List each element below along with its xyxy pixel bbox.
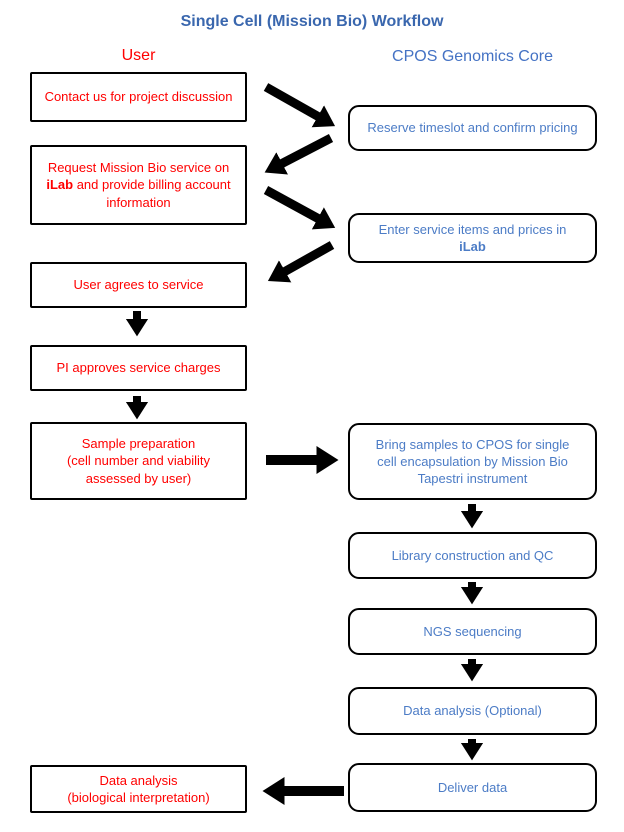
core-step-bring-samples-label: Bring samples to CPOS for single cell en… [375,436,570,487]
arrow-request-to-enter [263,186,336,230]
core-step-data-analysis-optional-label: Data analysis (Optional) [403,703,542,719]
core-step-reserve-timeslot-label: Reserve timeslot and confirm pricing [367,120,578,136]
user-step-sample-preparation: Sample preparation(cell number and viabi… [30,422,247,500]
user-step-contact-us-label: Contact us for project discussion [44,89,233,105]
core-step-deliver-data-label: Deliver data [437,779,508,795]
core-step-bring-samples: Bring samples to CPOS for single cell en… [348,423,597,500]
user-step-pi-approves-label: PI approves service charges [56,360,221,376]
user-step-contact-us: Contact us for project discussion [30,72,247,122]
core-step-library-construction: Library construction and QC [348,532,597,579]
column-header-cpos-genomics-core: CPOS Genomics Core [392,48,553,65]
user-step-data-analysis-interpretation-label: Data analysis(biological interpretation) [67,772,210,805]
user-step-pi-approves: PI approves service charges [30,345,247,391]
user-step-agrees-to-service: User agrees to service [30,262,247,308]
arrow-contact-to-reserve [263,83,336,128]
core-step-data-analysis-optional: Data analysis (Optional) [348,687,597,735]
user-step-sample-preparation-label: Sample preparation(cell number and viabi… [66,436,211,486]
core-step-ngs-sequencing: NGS sequencing [348,608,597,655]
core-step-reserve-timeslot: Reserve timeslot and confirm pricing [348,105,597,151]
core-step-ngs-sequencing-label: NGS sequencing [423,623,522,639]
core-step-deliver-data: Deliver data [348,763,597,812]
arrow-reserve-to-request [264,134,334,175]
page-title: Single Cell (Mission Bio) Workflow [180,13,444,30]
user-step-request-service: Request Mission Bio service on iLab and … [30,145,247,225]
column-header-user: User [121,47,156,64]
user-step-data-analysis-interpretation: Data analysis(biological interpretation) [30,765,247,813]
arrow-enter-to-agree [267,241,335,283]
user-step-agrees-to-service-label: User agrees to service [73,277,204,293]
user-step-request-service-label: Request Mission Bio service on iLab and … [46,160,231,210]
core-step-library-construction-label: Library construction and QC [391,547,554,563]
